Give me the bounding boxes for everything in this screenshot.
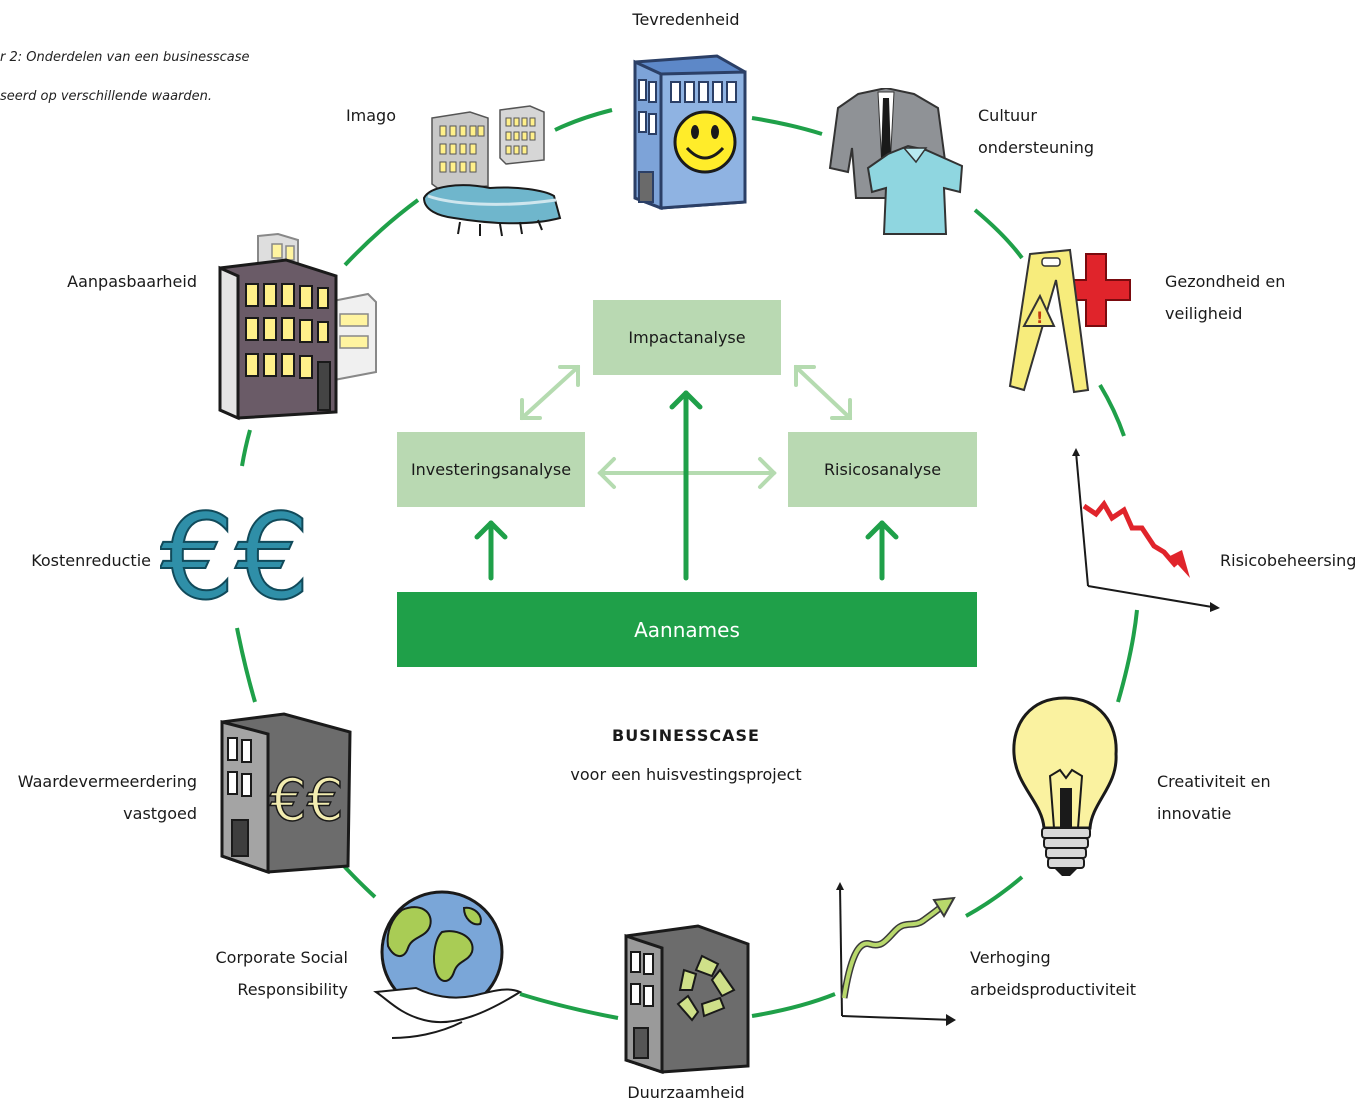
ring-arc-gezondheid-risico — [1098, 383, 1126, 437]
label-gezondheid: Gezondheid en veiligheid — [1165, 266, 1285, 330]
declining-chart-icon — [1072, 448, 1220, 612]
label-risicobeheersing: Risicobeheersing — [1220, 551, 1357, 570]
risicosanalyse-label: Risicosanalyse — [823, 460, 942, 479]
image-buildings-icon — [422, 105, 562, 237]
arrow-investering-risico-head-right — [758, 457, 777, 489]
label-productiviteit: Verhoging arbeidsproductiviteit — [970, 942, 1136, 1006]
arrow-impact-risico-head-top — [794, 365, 816, 387]
recycle-building-icon — [624, 924, 750, 1074]
label-duurzaamheid: Duurzaamheid — [627, 1083, 745, 1102]
arrow-impact-investering — [520, 365, 580, 420]
impactanalyse-box: Impactanalyse — [593, 300, 781, 375]
label-cultuur: Cultuur ondersteuning — [978, 100, 1094, 164]
smiley-building-icon — [633, 54, 747, 210]
investeringsanalyse-box: Investeringsanalyse — [397, 432, 585, 507]
risicosanalyse-box: Risicosanalyse — [788, 432, 977, 507]
diagram-subtitle: voor een huisvestingsproject — [570, 765, 802, 784]
label-cultuur-line-2: ondersteuning — [978, 138, 1094, 157]
ring-arc-waardevermeerdering-kosten — [235, 627, 257, 703]
investeringsanalyse-label: Investeringsanalyse — [410, 460, 572, 479]
label-aanpasbaarheid: Aanpasbaarheid — [67, 272, 197, 291]
ring-arc-aanpasbaarheid-imago — [343, 198, 420, 267]
warning-sign-cross-icon: ! — [1008, 248, 1131, 394]
label-creativiteit-line-1: Creativiteit en — [1157, 772, 1271, 791]
euro-glyph-building: €€ — [270, 766, 344, 834]
label-waardevermeerdering-line-2: vastgoed — [123, 804, 197, 823]
label-kostenreductie: Kostenreductie — [31, 551, 151, 570]
label-gezondheid-line-2: veiligheid — [1165, 304, 1243, 323]
label-waardevermeerdering-line-1: Waardevermeerdering — [17, 772, 197, 791]
label-productiviteit-line-2: arbeidsproductiviteit — [970, 980, 1137, 999]
ring-arc-productiviteit-duurzaamheid — [751, 992, 836, 1018]
label-csr: Corporate Social Responsibility — [148, 942, 348, 1006]
label-cultuur-line-1: Cultuur — [978, 106, 1037, 125]
ring-arc-risico-creativiteit — [1116, 609, 1139, 703]
arrow-impact-investering-head-bottom — [520, 398, 542, 420]
arrow-impact-risico-head-bottom — [830, 398, 852, 420]
label-creativiteit-line-2: innovatie — [1157, 804, 1232, 823]
euro-building-icon: €€ — [220, 712, 352, 874]
ring-arc-duurzaamheid-csr — [519, 992, 619, 1020]
label-waardevermeerdering: Waardevermeerdering vastgoed — [0, 766, 197, 830]
label-creativiteit: Creativiteit en innovatie — [1157, 766, 1271, 830]
dark-arrows — [474, 390, 899, 581]
arrow-investering-risico-head-left — [597, 457, 616, 489]
clothing-icon — [828, 88, 964, 235]
arrow-impact-investering-head-top — [558, 365, 580, 387]
arrow-aannames-risico-head — [865, 520, 899, 540]
diagram-title: BUSINESSCASE — [612, 726, 760, 745]
ring-arc-tevredenheid-imago — [554, 108, 613, 132]
label-csr-line-1: Corporate Social — [215, 948, 348, 967]
ring-arc-cultuur-gezondheid — [973, 208, 1024, 260]
adaptable-building-icon — [218, 232, 377, 421]
figure-caption-line-1: r 2: Onderdelen van een businesscase — [0, 50, 250, 65]
label-csr-line-2: Responsibility — [237, 980, 348, 999]
aannames-box: Aannames — [397, 592, 977, 667]
arrow-impact-risico — [794, 365, 852, 420]
ring-arc-kosten-aanpasbaarheid — [240, 429, 252, 467]
ring-arc-tevredenheid-cultuur — [751, 116, 823, 136]
label-imago: Imago — [345, 106, 396, 125]
euro-icon: €€ — [159, 470, 311, 627]
globe-in-hand-icon — [373, 890, 523, 1039]
arrow-aannames-impact-head — [669, 390, 703, 410]
ring-arc-creativiteit-productiviteit — [965, 875, 1024, 918]
label-gezondheid-line-1: Gezondheid en — [1165, 272, 1286, 291]
aannames-label: Aannames — [634, 617, 740, 642]
label-tevredenheid: Tevredenheid — [632, 10, 740, 29]
svg-text:!: ! — [1036, 308, 1043, 327]
impactanalyse-label: Impactanalyse — [628, 328, 746, 347]
light-bulb-icon — [1012, 696, 1118, 876]
label-productiviteit-line-1: Verhoging — [970, 948, 1051, 967]
arrow-aannames-investering-head — [474, 520, 508, 540]
euro-glyph-large: €€ — [160, 488, 310, 620]
figure-caption-line-2: seerd op verschillende waarden. — [0, 89, 213, 104]
rising-chart-icon — [836, 882, 956, 1026]
